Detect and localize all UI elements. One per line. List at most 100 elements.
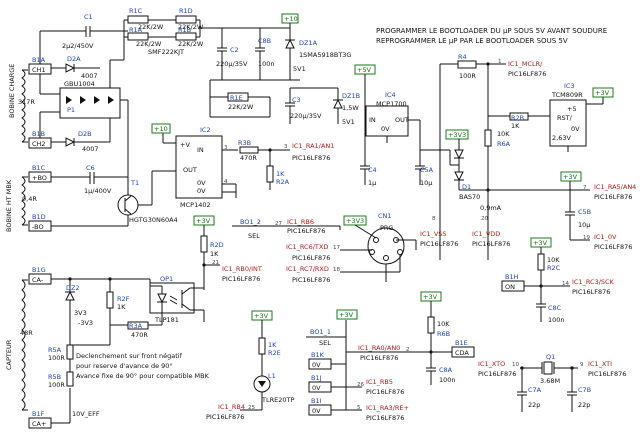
c5b-val: 10µ <box>578 221 590 229</box>
pin-xto-name: IC1_XTO <box>478 360 505 368</box>
pin-ra3-chip: PIC16LF876 <box>366 414 404 422</box>
power-plus3v-c5b <box>560 171 582 182</box>
r2b-ref: R2B <box>511 114 524 122</box>
pin-rb4-name: IC1_RB4 <box>218 403 245 411</box>
r2c-ref: R2C <box>547 264 561 272</box>
zener-dz1a <box>285 38 295 49</box>
diode-d2b <box>65 137 76 147</box>
coil-charge <box>21 69 26 143</box>
r1a-ref: R1A <box>129 26 143 34</box>
rb5-pin-num: 26 <box>357 382 364 388</box>
bo1-2-ref: BO1_2 <box>240 218 261 226</box>
ic3-ref: IC3 <box>564 82 575 90</box>
note-line-2: pour reserve d'avance de 90° <box>76 362 173 370</box>
t1-ref: T1 <box>130 179 139 187</box>
r2d-ref: R2D <box>210 241 224 249</box>
bo1-2-label: SEL <box>248 232 260 240</box>
ic4-mcp1700 <box>365 105 409 137</box>
power-plus10-ic2 <box>151 123 171 134</box>
b1f-ref: B1F <box>32 410 45 418</box>
dz2-val: 3V3 <box>74 309 87 317</box>
pin-ra1-name: IC1_RA1/AN1 <box>292 142 334 150</box>
r2e-ref: 1K <box>268 341 277 349</box>
ic3-pin-rst: RST/ <box>557 114 573 122</box>
c6-val: 1µ/400V <box>84 187 112 195</box>
power-plus3v3-a <box>445 129 469 140</box>
r2c-val: 10K <box>547 256 560 264</box>
pin-rb6-name: IC1_RB6 <box>287 218 314 226</box>
r5b-ref: R5B <box>48 373 61 381</box>
r4-val: 100R <box>459 72 476 80</box>
c5a-ref: C5A <box>420 166 434 174</box>
ra5-pin-num: 7 <box>583 185 587 191</box>
bobine-ht-label: BOBINE HT MBK <box>5 179 13 232</box>
power-plus10-ic2-text: +10 <box>154 125 168 133</box>
resistor-r1a <box>127 32 149 41</box>
r3b-ref: R3B <box>238 139 251 147</box>
dz1a-val: 1SMA5918BT3G <box>299 51 351 59</box>
t1-val: HGTG30N60A4 <box>129 216 178 224</box>
note-line-3: Avance fixe de 90° pour compatible MBK <box>76 372 210 380</box>
l1-ref: L1 <box>268 372 276 380</box>
pin-ra5-name: IC1_RA5/AN4 <box>594 183 636 191</box>
r1b-ref: R1B <box>178 26 191 34</box>
power-plus3v-r2d-text: +3V <box>196 217 211 225</box>
d2a-val: 4007 <box>81 72 98 80</box>
diode-d1-a <box>454 149 464 160</box>
ic3-pin-0v: 0V <box>571 125 580 133</box>
pin-rb6-chip: PIC16LF876 <box>287 227 325 235</box>
r2a-ref: 1K <box>276 170 285 178</box>
b1k-label: 0V <box>312 361 321 369</box>
dz2-ref: DZ2 <box>66 284 80 292</box>
b1a-label: CH1 <box>32 66 46 74</box>
dz1b-val: 1,5W <box>342 104 359 112</box>
bridge-p1 <box>59 87 121 119</box>
coil-capteur <box>21 279 26 411</box>
c8a-val: 100n <box>439 376 456 384</box>
pin-vss-chip: PIC16LF876 <box>420 240 458 248</box>
b1e-ref: B1E <box>455 339 468 347</box>
title-line-2: REPROGRAMMER LE µP PAR LE BOOTLOADER SOU… <box>376 37 568 45</box>
b1h-ref: B1H <box>505 273 519 281</box>
rc7-pin-num: 18 <box>333 267 340 273</box>
r6a-ref: R6A <box>497 140 511 148</box>
power-plus3v3-a-text: +3V3 <box>448 131 466 139</box>
r3b-val: 470R <box>240 154 257 162</box>
ic2-pin-in: IN <box>197 146 204 154</box>
connector-b1e[interactable] <box>451 346 475 358</box>
b1b-label: CH2 <box>32 140 46 148</box>
xto-pin-num: 10 <box>512 362 519 368</box>
power-plus3v-l1-text: +3V <box>254 312 269 320</box>
ic3-pin-plus5: +5 <box>567 105 577 113</box>
b1c-ref: B1C <box>32 164 46 172</box>
c8c-ref: C8C <box>548 304 562 312</box>
d2a-ref: D2A <box>67 55 81 63</box>
b1j-ref: B1J <box>311 374 322 382</box>
pin-ra0-name: IC1_RA0/AN0 <box>358 344 400 352</box>
pin-vdd-chip: PIC16LF876 <box>472 240 510 248</box>
pin-ra1-chip: PIC16LF876 <box>292 154 330 162</box>
r3a-val: 470R <box>131 331 148 339</box>
pin-0v-name: IC1_0V <box>594 233 617 241</box>
svg-text:3: 3 <box>224 145 228 151</box>
rb0-pin-num: 21 <box>212 260 219 266</box>
op1-ref: OP1 <box>160 275 173 283</box>
c1-ref: C1 <box>84 13 93 21</box>
pin-rc6-name: IC1_RC6/TXD <box>286 243 328 251</box>
r2f-ref: R2F <box>117 295 130 303</box>
zener-dz1b <box>333 98 343 109</box>
c1-value: 2µ2/450V <box>62 42 94 50</box>
r1c-val: 22K/2W <box>138 23 164 31</box>
capteur-resistance: 48R <box>20 329 33 337</box>
pin-vdd-name: IC1_VDD <box>472 230 500 238</box>
b1c-label: +BO <box>32 174 47 182</box>
r1a-val: 22K/2W <box>136 40 162 48</box>
resistor-r2a <box>266 165 274 183</box>
q1-ref: Q1 <box>546 353 555 361</box>
c7a-ref: C7A <box>528 386 542 394</box>
diode-d1-b <box>454 171 464 182</box>
r2f-val: 1K <box>117 303 126 311</box>
r1d-ref: R1D <box>179 7 193 15</box>
pin-ra5-chip: PIC16LF876 <box>594 193 632 201</box>
power-plus3v-ic3-text: +3V <box>595 89 610 97</box>
